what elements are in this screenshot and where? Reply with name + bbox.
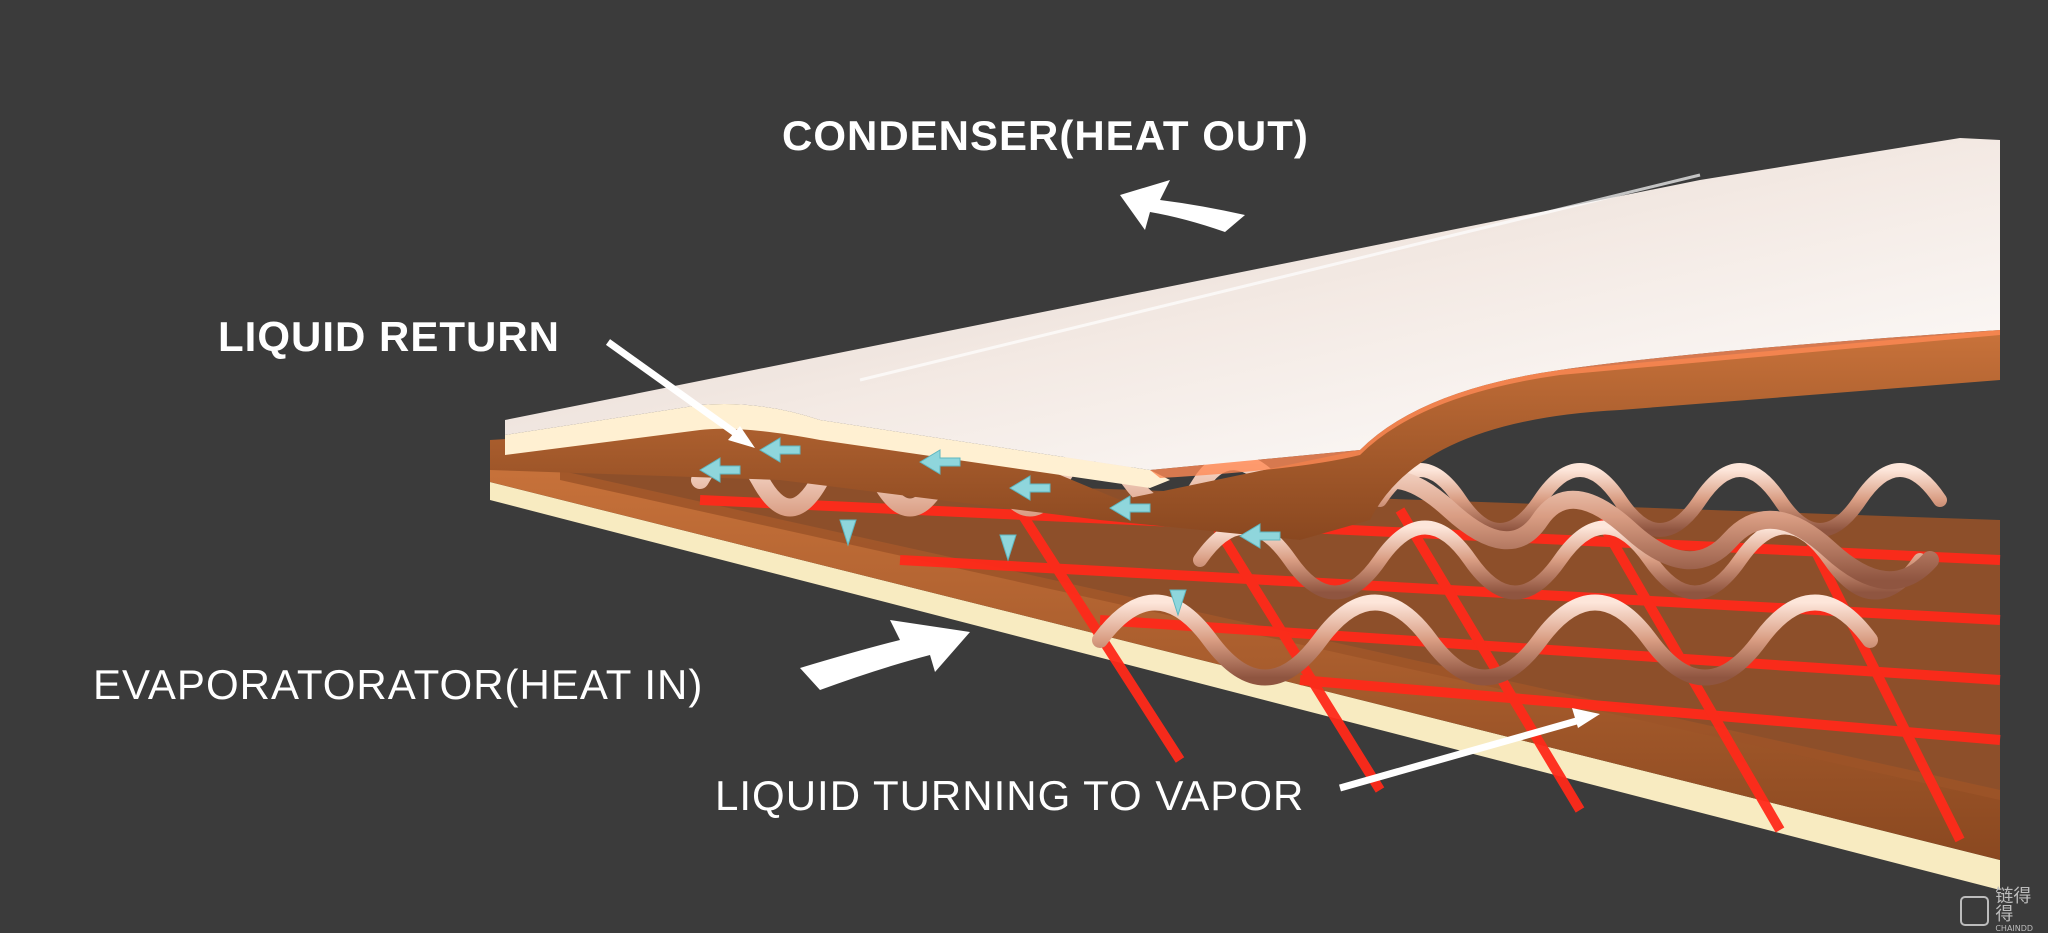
condenser-foam-layer: [505, 404, 1170, 488]
evaporator-label: EVAPORATORATOR(HEAT IN): [93, 661, 704, 708]
lower-wick-layer: [490, 455, 2000, 860]
evaporator-bottom-plate: [490, 482, 2000, 890]
liquid-return-label: LIQUID RETURN: [218, 313, 560, 360]
evaporator-arrow-icon: [800, 620, 970, 690]
watermark-text: 链得得: [1995, 886, 2032, 925]
condenser-arrow-icon: [1120, 180, 1245, 232]
watermark-subtext: CHAINDD: [1995, 924, 2034, 933]
condenser-top-plate: [505, 138, 2000, 470]
liquid-return-arrows: [699, 437, 1281, 617]
watermark: 链得得 CHAINDD: [1960, 888, 2048, 933]
vapor-label: LIQUID TURNING TO VAPOR: [715, 772, 1305, 819]
upper-wick-layer: [490, 330, 2000, 540]
vapor-pointer-icon: [1339, 716, 1581, 792]
liquid-return-pointer-icon: [605, 339, 748, 443]
watermark-logo-icon: [1960, 895, 1990, 926]
condenser-label: CONDENSER(HEAT OUT): [782, 112, 1309, 159]
